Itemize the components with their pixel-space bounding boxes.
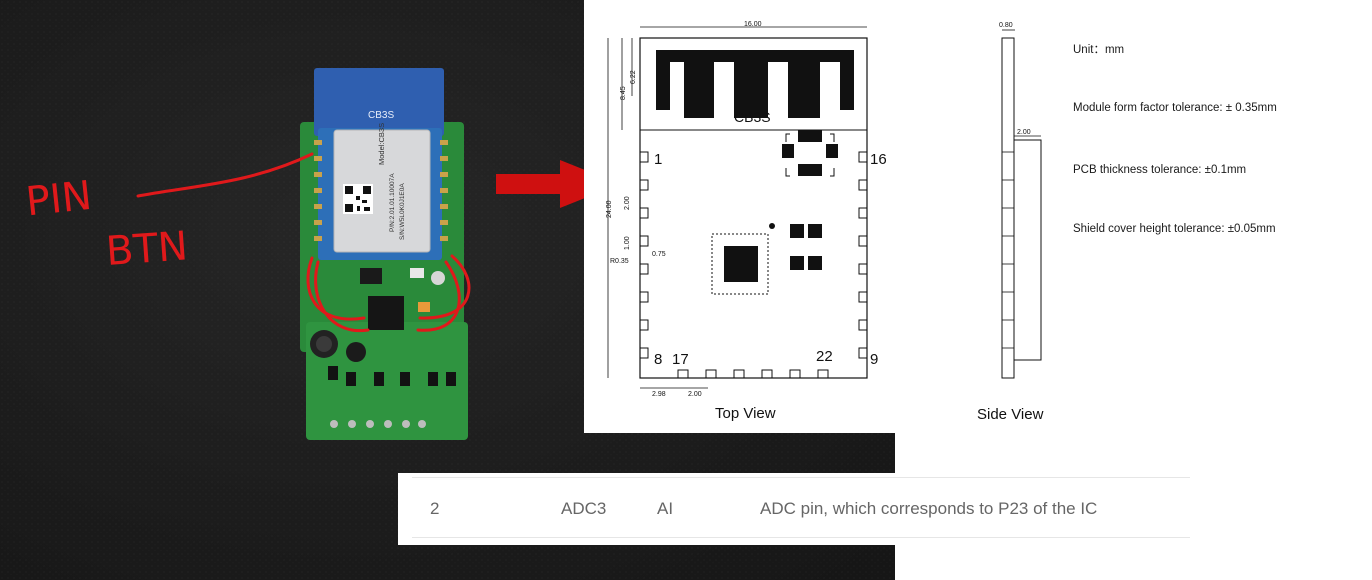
pin-table-row: 2 ADC3 AI ADC pin, which corresponds to … — [398, 473, 1190, 545]
qfn-chip — [711, 233, 769, 295]
header-pins — [330, 420, 426, 428]
pin-22: 22 — [816, 348, 833, 365]
annotation-btn: BTN — [104, 223, 189, 275]
bottom-pads — [677, 369, 829, 378]
top-view-svg: CB3S 16.00 24.00 8.45 6.22 2.00 1.00 0.7… — [606, 21, 887, 398]
ic-chip — [368, 296, 404, 330]
dim-height: 24.00 — [606, 200, 613, 218]
left-pads — [640, 151, 649, 359]
pin-function: ADC pin, which corresponds to P23 of the… — [760, 499, 1098, 518]
pin-io-type: AI — [657, 499, 674, 518]
pin-17: 17 — [672, 351, 689, 368]
dim-top: 8.45 — [620, 86, 627, 100]
dim-bottom-pitch: 2.00 — [688, 391, 702, 398]
side-view-svg: 0.80 2.00 — [999, 22, 1042, 379]
pin-8: 8 — [654, 351, 662, 368]
castellation-pads — [314, 140, 448, 241]
right-pads — [858, 151, 867, 359]
dim-bottom-offset: 2.98 — [652, 391, 666, 398]
note-form-factor: Module form factor tolerance: ± 0.35mm — [1073, 102, 1277, 114]
note-unit: Unit：mm — [1073, 44, 1125, 56]
top-view-drawing: CB3S 16.00 24.00 8.45 6.22 2.00 1.00 0.7… — [584, 0, 895, 433]
crystal-pads — [790, 224, 822, 270]
red-annotations — [136, 152, 471, 333]
note-shield-height: Shield cover height tolerance: ±0.05mm — [1073, 223, 1276, 235]
pin-9: 9 — [870, 351, 878, 368]
shield-can — [333, 129, 431, 253]
module-label: CB3S — [734, 109, 771, 125]
annotation-pin: PIN — [24, 173, 94, 226]
shield-text-1: Model:CB3S — [377, 123, 386, 165]
shield-side — [1013, 139, 1042, 361]
note-pcb-thickness: PCB thickness tolerance: ±0.1mm — [1073, 164, 1247, 176]
side-view-label: Side View — [977, 406, 1044, 423]
button-symbol — [782, 130, 838, 177]
dim-radius: R0.35 — [610, 258, 629, 265]
pin-1: 1 — [654, 151, 662, 168]
dim-shield: 2.00 — [1017, 129, 1031, 136]
qr-code — [343, 184, 373, 214]
shield-text-2: P/N:2.01.01.10007A — [389, 173, 396, 232]
pin-symbol: ADC3 — [561, 499, 607, 518]
pin-number: 2 — [430, 499, 440, 518]
row-divider-top — [412, 477, 1190, 478]
dim-pad-gap: 0.75 — [652, 251, 666, 258]
dim-thickness: 0.80 — [999, 22, 1013, 29]
antenna-board — [314, 68, 444, 136]
dim-antenna: 6.22 — [630, 70, 637, 84]
top-view-label: Top View — [715, 405, 776, 422]
module-silk: CB3S — [368, 110, 394, 121]
dim-width: 16.00 — [744, 21, 762, 28]
dim-pitch: 2.00 — [624, 196, 631, 210]
antenna-trace — [656, 50, 854, 118]
pin-16: 16 — [870, 151, 887, 168]
row-divider-bottom — [412, 537, 1190, 538]
dim-pad: 1.00 — [624, 236, 631, 250]
shield-text-3: S/N:W5L0K0J1E0A — [399, 183, 406, 240]
